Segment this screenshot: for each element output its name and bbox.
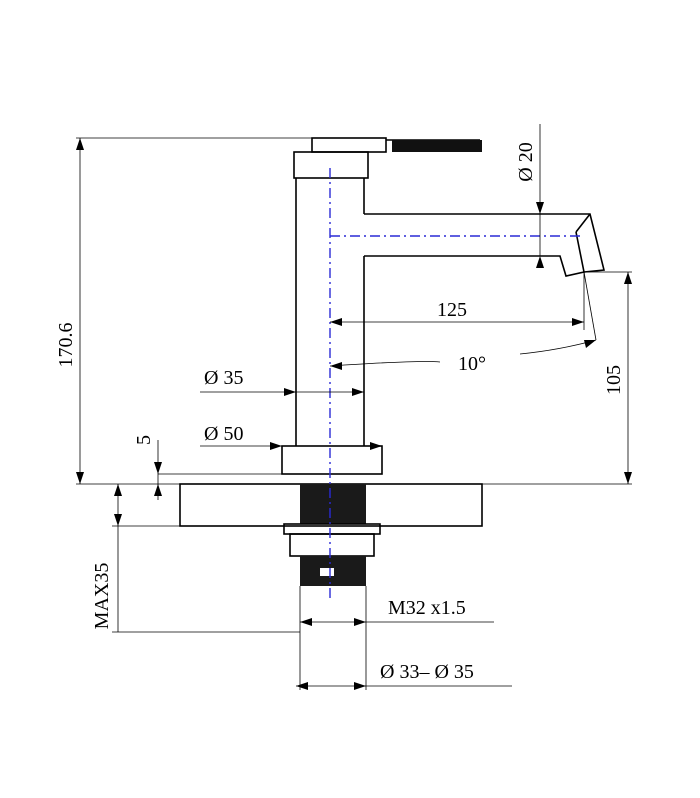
dim-thread: M32 x1.5 [299, 586, 494, 690]
dim-base-diameter: Ø 50 [200, 423, 382, 450]
base-diameter-label: Ø 50 [204, 423, 243, 445]
base-collar [281, 445, 383, 475]
threaded-shank [300, 484, 366, 524]
top-cap [311, 137, 387, 153]
lock-nut [289, 533, 375, 557]
angle-label: 10° [458, 353, 486, 375]
spout-top [364, 213, 606, 273]
total-height-label: 170.6 [55, 323, 77, 368]
spout-bottom [364, 231, 585, 277]
hose-outlet [320, 568, 334, 576]
dim-body-diameter: Ø 35 [200, 367, 364, 396]
body-diameter-label: Ø 35 [204, 367, 243, 389]
spout-end [575, 213, 591, 233]
base-thickness-label: 5 [133, 435, 155, 445]
reach-label: 125 [437, 299, 467, 321]
cartridge-collar [293, 151, 369, 179]
dim-handle-diameter: Ø 20 [515, 124, 544, 268]
dim-reach: 125 [330, 272, 585, 330]
handle-grip [392, 140, 482, 152]
mounting-hole-label: Ø 33– Ø 35 [380, 661, 474, 683]
faucet-outline [179, 137, 606, 586]
handle-diameter-label: Ø 20 [515, 142, 537, 181]
dim-total-height: 170.6 [55, 137, 312, 485]
max-deck-label: MAX35 [91, 563, 113, 630]
dim-base-thickness: 5 [133, 435, 282, 500]
centerlines [329, 168, 580, 600]
dim-spout-height: 105 [482, 271, 632, 485]
spout-height-label: 105 [603, 365, 625, 395]
dim-mounting-hole: Ø 33– Ø 35 [296, 661, 512, 690]
dim-max-deck: MAX35 [91, 484, 300, 633]
dim-angle: 10° [329, 271, 597, 375]
thread-label: M32 x1.5 [388, 597, 466, 619]
